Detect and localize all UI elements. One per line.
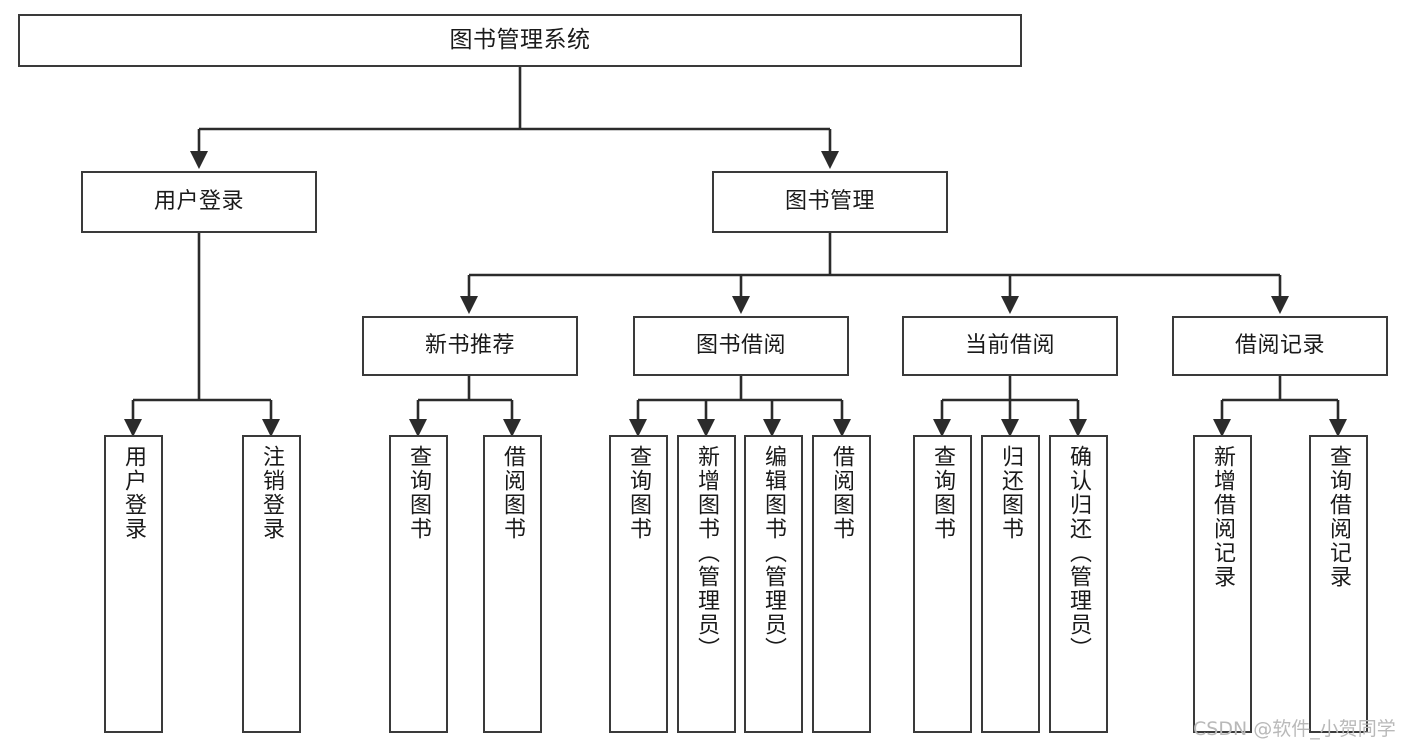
node-leaf-query-record-label: 查询借阅记录 <box>1326 445 1352 589</box>
node-leaf-query-record[interactable]: 查询借阅记录 <box>1309 435 1368 733</box>
node-user-login-label: 用户登录 <box>153 189 244 215</box>
node-leaf-add-book-label: 新增图书（管理员） <box>694 445 720 661</box>
node-root[interactable]: 图书管理系统 <box>18 14 1022 67</box>
node-user-login[interactable]: 用户登录 <box>81 171 317 233</box>
node-leaf-add-record-label: 新增借阅记录 <box>1210 445 1236 589</box>
node-book-borrow[interactable]: 图书借阅 <box>633 316 849 376</box>
node-leaf-query-book-1-label: 查询图书 <box>406 445 432 541</box>
node-leaf-confirm-return-label: 确认归还（管理员） <box>1066 445 1092 661</box>
node-leaf-borrow-book-1-label: 借阅图书 <box>500 445 526 541</box>
node-current-borrow[interactable]: 当前借阅 <box>902 316 1118 376</box>
node-leaf-borrow-book-1[interactable]: 借阅图书 <box>483 435 542 733</box>
node-root-label: 图书管理系统 <box>449 26 591 53</box>
node-leaf-borrow-book-2-label: 借阅图书 <box>829 445 855 541</box>
node-new-book-recommend[interactable]: 新书推荐 <box>362 316 578 376</box>
node-new-book-recommend-label: 新书推荐 <box>424 333 515 359</box>
node-leaf-query-book-1[interactable]: 查询图书 <box>389 435 448 733</box>
node-leaf-query-book-3-label: 查询图书 <box>930 445 956 541</box>
node-leaf-confirm-return[interactable]: 确认归还（管理员） <box>1049 435 1108 733</box>
node-leaf-query-book-2-label: 查询图书 <box>626 445 652 541</box>
node-book-manage-label: 图书管理 <box>784 189 875 215</box>
node-leaf-add-book[interactable]: 新增图书（管理员） <box>677 435 736 733</box>
node-leaf-logout[interactable]: 注销登录 <box>242 435 301 733</box>
node-leaf-return-book-label: 归还图书 <box>998 445 1024 541</box>
node-leaf-edit-book-label: 编辑图书（管理员） <box>761 445 787 661</box>
node-leaf-user-login-label: 用户登录 <box>121 445 147 541</box>
node-leaf-return-book[interactable]: 归还图书 <box>981 435 1040 733</box>
node-leaf-query-book-2[interactable]: 查询图书 <box>609 435 668 733</box>
watermark: CSDN @软件_小贺同学 <box>1193 718 1396 740</box>
node-leaf-query-book-3[interactable]: 查询图书 <box>913 435 972 733</box>
node-book-manage[interactable]: 图书管理 <box>712 171 948 233</box>
node-leaf-logout-label: 注销登录 <box>259 445 285 541</box>
node-leaf-borrow-book-2[interactable]: 借阅图书 <box>812 435 871 733</box>
node-borrow-record-label: 借阅记录 <box>1234 333 1325 359</box>
node-leaf-edit-book[interactable]: 编辑图书（管理员） <box>744 435 803 733</box>
node-leaf-user-login[interactable]: 用户登录 <box>104 435 163 733</box>
node-borrow-record[interactable]: 借阅记录 <box>1172 316 1388 376</box>
node-current-borrow-label: 当前借阅 <box>964 333 1055 359</box>
node-book-borrow-label: 图书借阅 <box>695 333 786 359</box>
node-leaf-add-record[interactable]: 新增借阅记录 <box>1193 435 1252 733</box>
